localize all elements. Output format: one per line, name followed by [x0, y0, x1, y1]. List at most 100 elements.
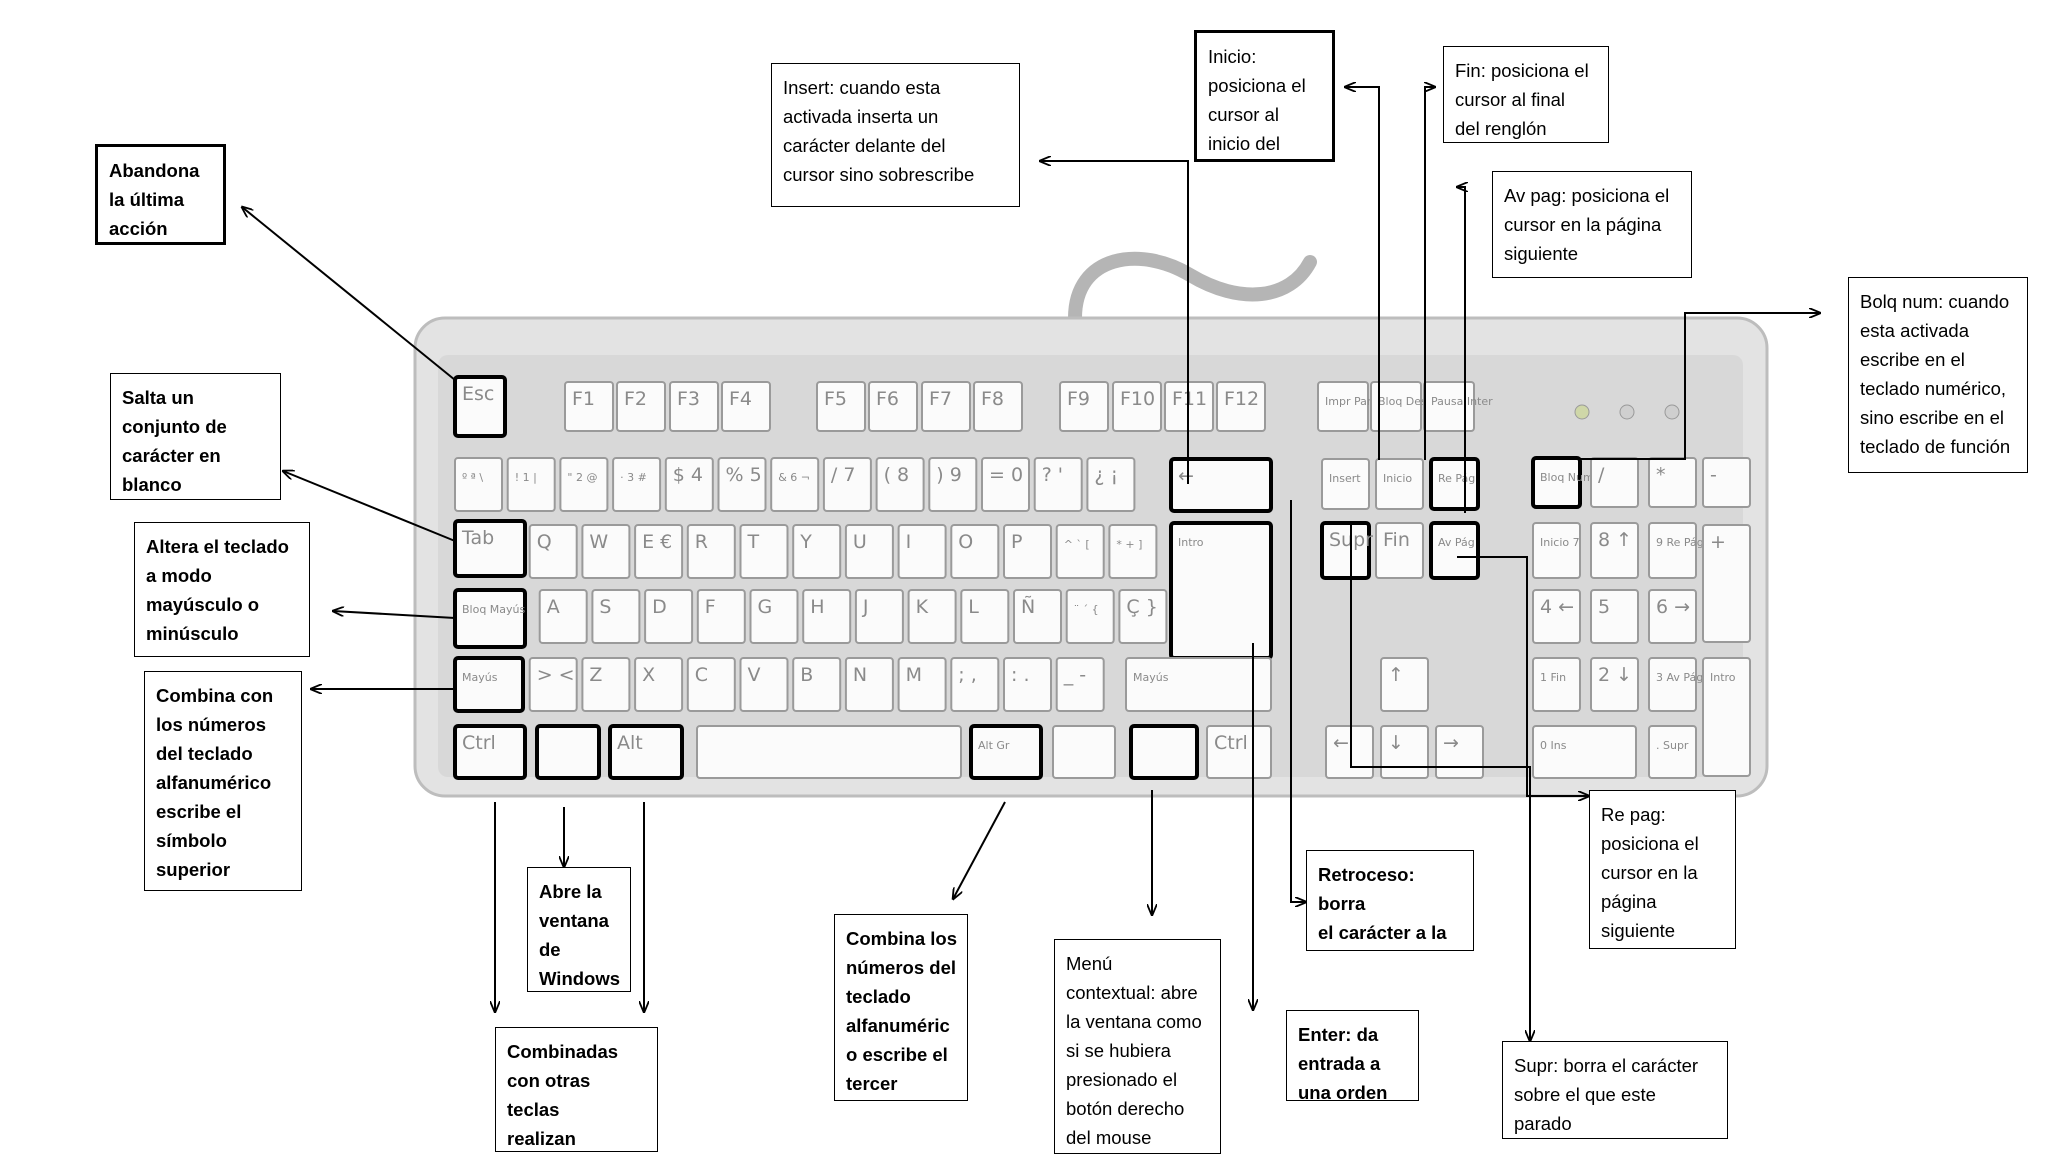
key-letter: L	[961, 590, 1008, 643]
note-line: superior	[156, 855, 291, 884]
key-label: ^ ` [	[1064, 538, 1090, 551]
key-letter: A	[540, 590, 587, 643]
key-number-row: ) 9	[929, 458, 976, 511]
note-line: activada inserta un	[783, 102, 1009, 131]
key-label: -	[1710, 464, 1717, 486]
key-label: Inicio	[1383, 472, 1412, 485]
key-label: N	[853, 664, 867, 686]
note-line: del mouse	[1066, 1123, 1210, 1152]
key-label: % 5	[726, 464, 762, 486]
note-line: Salta un	[122, 383, 270, 412]
key-letter: R	[688, 525, 735, 578]
note-line: mayúsculo o	[146, 590, 299, 619]
key-label: H	[810, 596, 824, 618]
key-label: Ctrl	[462, 732, 496, 754]
key-label: " 2 @	[567, 471, 597, 484]
key-letter: C	[688, 658, 735, 711]
key-label: Ç }	[1126, 596, 1157, 618]
key-f9: F9	[1060, 382, 1108, 431]
key-number-row: · 3 #	[613, 458, 660, 511]
leader-altgr	[953, 802, 1005, 899]
key-label: *	[1656, 464, 1666, 486]
note-line: conjunto de	[122, 412, 270, 441]
key-number-row: ¿ ¡	[1087, 458, 1134, 511]
note-line: o escribe el	[846, 1040, 957, 1069]
key-ctrl-right: Ctrl	[1207, 726, 1271, 778]
key-cap	[1649, 726, 1696, 778]
note-line: cursor en la	[1601, 858, 1725, 887]
note-line: inicio del	[1208, 129, 1322, 158]
key-numpad-0: 0 Ins	[1533, 726, 1636, 778]
key-label: A	[547, 596, 560, 618]
key-backspace: ←	[1171, 459, 1271, 511]
key-label: I	[906, 531, 912, 553]
note-end: Fin: posiciona el cursor al final del re…	[1443, 46, 1609, 143]
key-number-row: & 6 ¬	[771, 458, 818, 511]
key-cap	[771, 458, 818, 511]
key-label: F7	[929, 388, 952, 410]
key-cap	[1533, 658, 1580, 711]
key-label: 6 →	[1656, 596, 1690, 618]
key-label: Q	[537, 531, 552, 553]
key-numpad-enter: Intro	[1703, 658, 1750, 776]
key-label: ←	[1333, 732, 1349, 754]
key-letter: K	[909, 590, 956, 643]
leader-esc	[242, 207, 455, 380]
key-label: Re Pág	[1438, 472, 1475, 485]
key-cap	[1126, 658, 1271, 711]
note-line: teclado de función	[1860, 432, 2017, 461]
note-insert: Insert: cuando esta activada inserta un …	[771, 63, 1020, 207]
key-letter: H	[803, 590, 850, 643]
key-label: F12	[1224, 388, 1259, 410]
key-number-row: / 7	[824, 458, 871, 511]
key-label: T	[747, 531, 760, 553]
key-tab: Tab	[455, 521, 525, 576]
key-label: Pausa Inter	[1431, 395, 1493, 408]
key-caps-lock: Bloq Mayús	[455, 590, 526, 647]
key-label: Insert	[1329, 472, 1361, 485]
note-line: Combinadas	[507, 1037, 647, 1066]
key-label: R	[695, 531, 708, 553]
note-line: Inicio:	[1208, 42, 1322, 71]
key-label: Alt Gr	[978, 739, 1010, 752]
key-label: 0 Ins	[1540, 739, 1567, 752]
note-menu: Menú contextual: abre la ventana como si…	[1054, 939, 1221, 1154]
key-letter: O	[951, 525, 998, 578]
note-home: Inicio: posiciona el cursor al inicio de…	[1194, 30, 1335, 162]
key-numpad: /	[1591, 458, 1638, 507]
key-letter: : .	[1004, 658, 1051, 711]
key-shift-left: Mayús	[455, 658, 523, 711]
key-numpad-plus: +	[1703, 525, 1750, 642]
key-label: ←	[1178, 465, 1194, 487]
key-label: Av Pág	[1438, 536, 1475, 549]
key-label: F11	[1172, 388, 1207, 410]
note-line: posiciona el	[1601, 829, 1725, 858]
note-windows: Abre la ventana de Windows	[527, 867, 631, 992]
key-f2: F2	[617, 382, 665, 431]
key-f7: F7	[922, 382, 970, 431]
key-label: Bloq Num	[1540, 471, 1594, 484]
key-f12: F12	[1217, 382, 1265, 431]
note-enter: Enter: da entrada a una orden	[1286, 1010, 1419, 1101]
key-numpad: Inicio 7	[1533, 523, 1580, 578]
note-backspace: Retroceso: borra el carácter a la izquie…	[1306, 850, 1474, 951]
key-menu	[1131, 726, 1197, 778]
note-line: del renglón	[1455, 114, 1598, 143]
key-label: & 6 ¬	[778, 471, 810, 484]
key-nav: Inicio	[1376, 459, 1423, 509]
key-letter: Z	[582, 658, 629, 711]
key-label: Y	[799, 531, 812, 553]
note-line: símbolo	[156, 826, 291, 855]
key-label: Tab	[461, 527, 494, 549]
key-label: 9 Re Pág	[1656, 536, 1704, 549]
key-label: Esc	[462, 383, 494, 405]
key-cap	[560, 458, 607, 511]
note-line: Menú	[1066, 949, 1210, 978]
key-label: E €	[642, 531, 672, 553]
key-f3: F3	[670, 382, 718, 431]
key-cap	[971, 726, 1041, 778]
keyboard-cable	[1075, 259, 1310, 318]
key-nav: Re Pág	[1431, 459, 1478, 509]
led-scroll-lock	[1665, 405, 1679, 419]
key-label: +	[1710, 531, 1726, 553]
